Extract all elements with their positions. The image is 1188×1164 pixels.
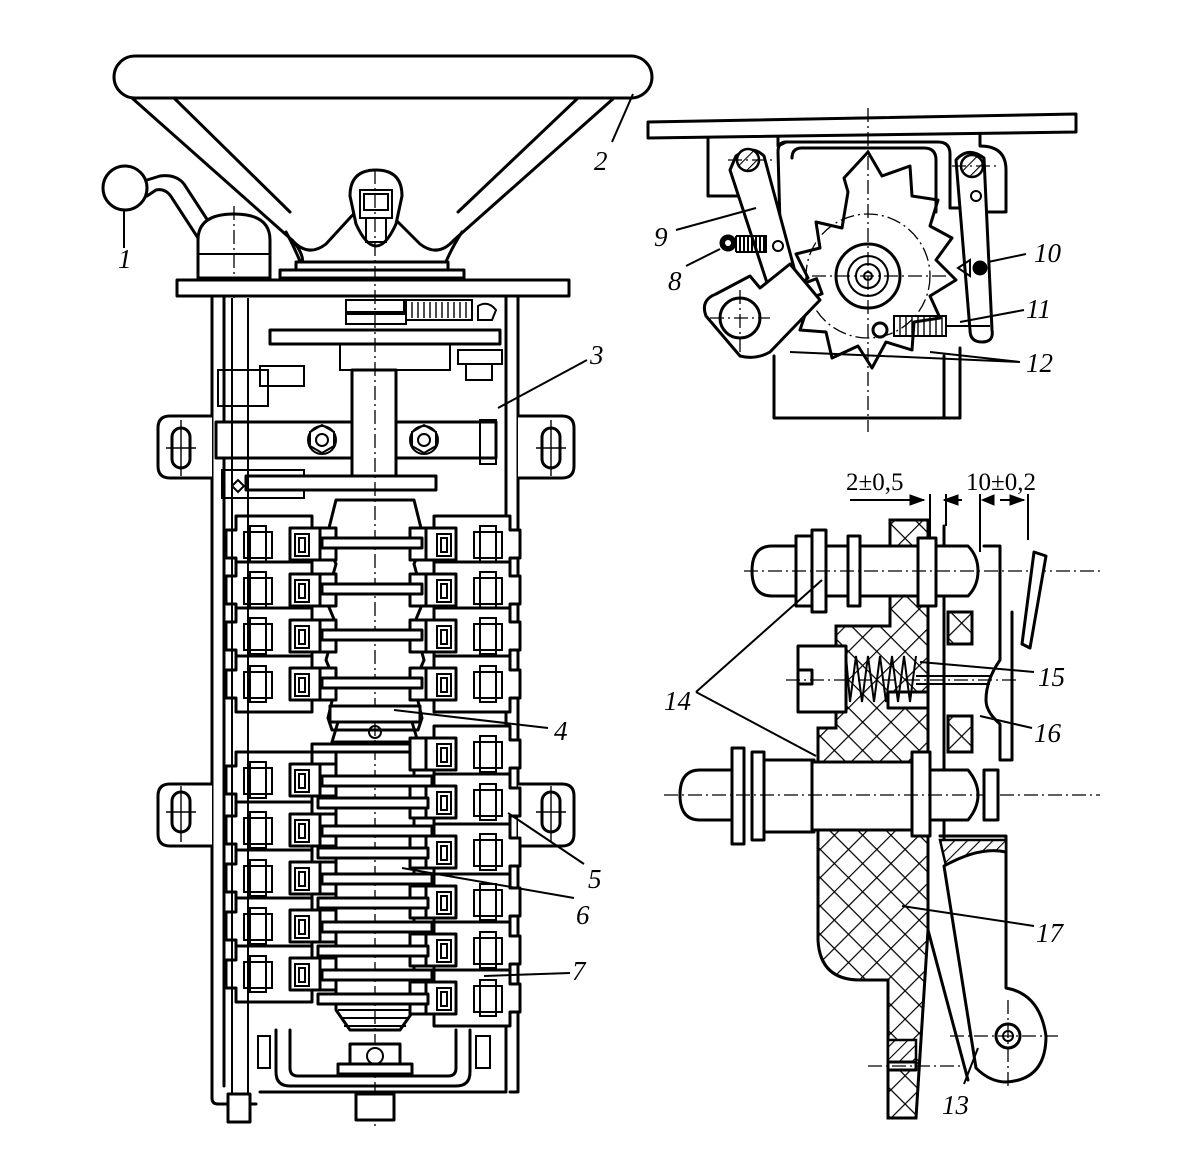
label-5-fixed-contact: 5 (588, 864, 602, 894)
handwheel (112, 54, 654, 280)
part-labels: 1 2 3 4 5 6 7 8 9 10 11 12 13 14 15 16 1… (118, 146, 1065, 1120)
label-8-spring: 8 (668, 266, 682, 296)
contact-section (664, 494, 1100, 1120)
dimension-travel: 10±0,2 (966, 469, 1036, 496)
label-17-insulator: 17 (1036, 918, 1065, 948)
label-15-spring: 15 (1038, 662, 1065, 692)
frame (156, 294, 576, 1106)
label-6-cam: 6 (576, 900, 590, 930)
label-3-frame: 3 (589, 340, 604, 370)
label-4-drum: 4 (554, 716, 568, 746)
upper-contact-rows (224, 514, 522, 714)
label-2-handwheel: 2 (594, 146, 608, 176)
label-12-star-wheel: 12 (1026, 348, 1053, 378)
dimension-marks (850, 494, 1029, 552)
lower-contact-rows (224, 724, 522, 1028)
label-9-pawl: 9 (654, 222, 668, 252)
roller-lever (938, 834, 1058, 1090)
upper-mechanism (214, 365, 498, 499)
mounting-plate (175, 278, 571, 298)
dimension-gap: 2±0,5 (846, 469, 903, 496)
lower-stud (664, 746, 1100, 846)
label-1-knob: 1 (118, 244, 132, 274)
label-16-contact: 16 (1034, 718, 1062, 748)
ratchet-view (646, 108, 1078, 432)
gear-train (268, 299, 503, 381)
label-11-spring: 11 (1026, 294, 1051, 324)
label-10-pawl: 10 (1034, 238, 1062, 268)
label-13-roller-lever: 13 (942, 1090, 969, 1120)
leader-lines (123, 93, 1035, 1085)
main-view (101, 54, 654, 1130)
lever-with-knob (101, 164, 272, 300)
label-14-terminals: 14 (664, 686, 691, 716)
upper-stud (744, 528, 1100, 614)
bottom-bracket (226, 298, 491, 1124)
label-7-moving-contact: 7 (572, 956, 587, 986)
